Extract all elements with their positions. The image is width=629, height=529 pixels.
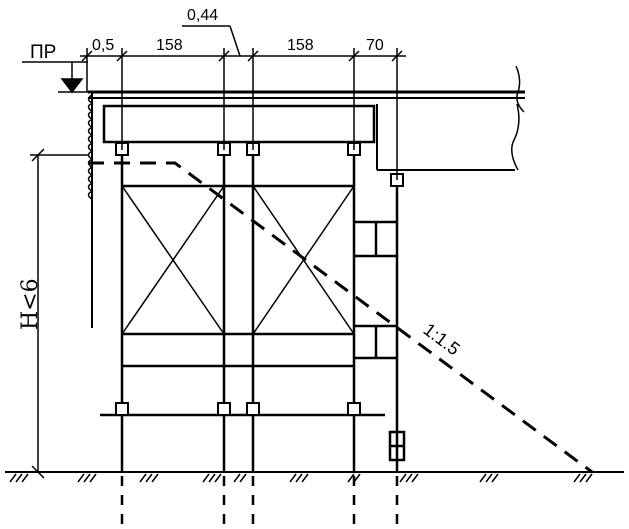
break-lines <box>511 65 525 171</box>
pr-label: ПР <box>30 42 56 63</box>
dim-span-2: 158 <box>287 37 314 54</box>
dim-span-1: 158 <box>156 37 183 54</box>
dim-0-5: 0,5 <box>92 37 114 54</box>
height-dimension <box>30 148 88 479</box>
slab-beam <box>88 90 525 328</box>
dim-end: 70 <box>366 37 384 54</box>
ledgers <box>100 184 385 417</box>
outrigger-frames <box>354 220 406 462</box>
formwork-edge <box>87 94 94 200</box>
scaffold-posts <box>120 150 399 472</box>
ground-hatching <box>9 473 593 483</box>
slope-line <box>88 161 593 474</box>
pr-marker <box>22 61 92 94</box>
post-extensions <box>120 476 399 525</box>
slope-label: 1:1.5 <box>420 319 464 359</box>
dim-0-44: 0,44 <box>187 7 218 24</box>
height-label-mask <box>15 340 29 358</box>
height-label: H<6 <box>18 278 43 330</box>
top-dimension <box>80 25 406 180</box>
